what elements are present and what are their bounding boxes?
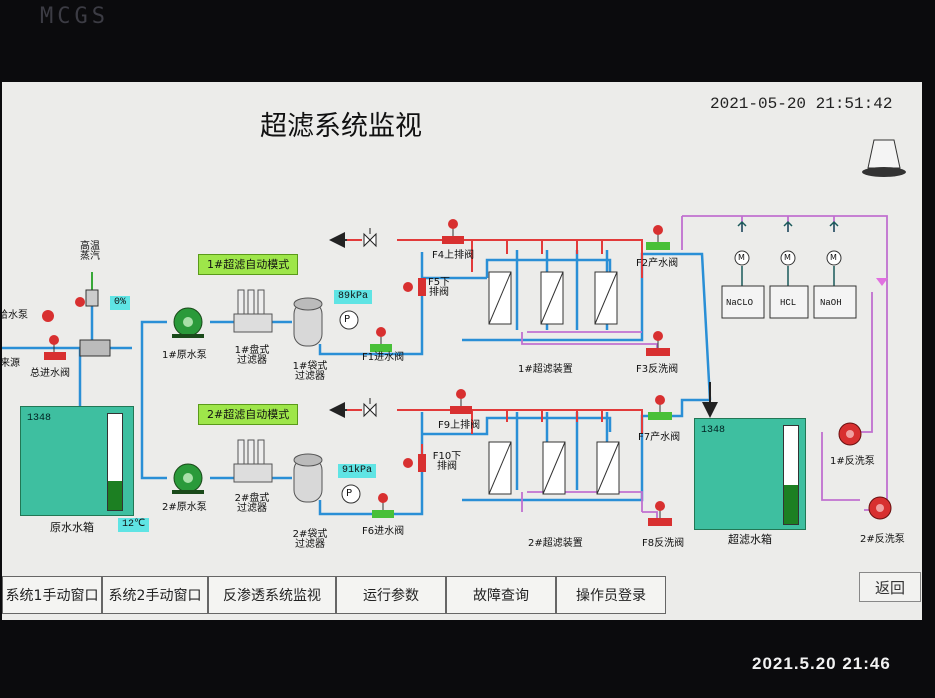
line1-mode-badge[interactable]: 1#超滤自动模式: [198, 254, 299, 275]
f6-inlet-valve-icon[interactable]: [372, 493, 394, 518]
line2-inlet-valve-label: F6进水阀: [362, 526, 405, 537]
f9-top-drain-valve-icon[interactable]: [450, 389, 472, 414]
dosing-motor-label: M: [830, 253, 837, 262]
line1-backwash-valve-label: F3反洗阀: [636, 364, 679, 375]
line1-pressure-display: 89kPa: [334, 290, 373, 304]
drain-valve-icon[interactable]: [363, 228, 377, 248]
line1-disc-filter-label: 1#盘式 过滤器: [234, 345, 270, 366]
uf-tank-value: 1348: [701, 425, 726, 436]
pressure-gauge-1-icon: [339, 310, 359, 330]
dosing-tank-naclo-label: NaCLO: [726, 298, 754, 308]
tab-ro-monitor[interactable]: 反渗透系统监视: [208, 576, 336, 614]
uf-tank-label: 超滤水箱: [728, 533, 772, 546]
line1-pressure-symbol: P: [344, 314, 351, 325]
tab-system1-manual[interactable]: 系统1手动窗口: [2, 576, 102, 614]
uf-tank-level-fill: [784, 484, 798, 524]
tab-operator-login[interactable]: 操作员登录: [556, 576, 666, 614]
dosing-tank-hcl-label: HCL: [780, 298, 797, 308]
line1-device-label: 1#超滤装置: [518, 364, 573, 375]
water-source-label: 来源: [2, 358, 20, 369]
datetime-display: 2021-05-20 21:51:42: [710, 95, 893, 113]
line2-top-drain-label: F9上排阀: [438, 420, 481, 431]
f7-product-valve-icon[interactable]: [648, 395, 672, 420]
raw-pump-1-icon[interactable]: [172, 307, 204, 338]
raw-water-tank: 1348: [20, 406, 134, 516]
line1-product-valve-label: F2产水阀: [636, 258, 679, 269]
feed-pump-label: 给水泵: [2, 310, 28, 321]
pressure-gauge-2-icon: [341, 484, 361, 504]
dosing-motor-icon: [780, 250, 796, 266]
photo-timestamp: 2021.5.20 21:46: [752, 654, 891, 673]
line2-pressure-display: 91kPa: [338, 464, 377, 478]
alarm-horn-icon[interactable]: [862, 139, 906, 177]
back-button[interactable]: 返回: [859, 572, 921, 602]
line2-disc-filter-label: 2#盘式 过滤器: [234, 493, 270, 514]
dosing-motor-label: M: [784, 253, 791, 262]
main-inlet-valve-icon[interactable]: [44, 335, 66, 360]
f8-backwash-valve-icon[interactable]: [648, 501, 672, 526]
raw-tank-label: 原水水箱: [50, 521, 94, 534]
backwash-pump-1-label: 1#反洗泵: [830, 456, 875, 467]
f3-backwash-valve-icon[interactable]: [646, 331, 670, 356]
tab-run-parameters[interactable]: 运行参数: [336, 576, 446, 614]
backwash-pump-2-label: 2#反洗泵: [860, 534, 905, 545]
uf-tank-level-gauge: [783, 425, 799, 525]
tab-fault-query[interactable]: 故障查询: [446, 576, 556, 614]
line2-pressure-symbol: P: [346, 488, 353, 499]
feed-pump-indicator-icon: [42, 310, 54, 322]
f2-product-valve-icon[interactable]: [646, 225, 670, 250]
backwash-pump-2-icon[interactable]: [868, 496, 892, 520]
line2-pump-label: 2#原水泵: [162, 502, 207, 513]
backwash-pump-1-icon[interactable]: [838, 422, 862, 446]
dosing-motor-icon: [826, 250, 842, 266]
line2-product-valve-label: F7产水阀: [638, 432, 681, 443]
line2-bottom-drain-label: F10下 排阀: [432, 451, 462, 472]
dosing-tank-naoh: [813, 285, 857, 319]
raw-tank-level-gauge: [107, 413, 123, 511]
bag-filter-2-icon: [293, 453, 323, 503]
page-title: 超滤系统监视: [260, 111, 422, 142]
steam-valve-icon[interactable]: [75, 289, 111, 357]
steam-valve-percent: 0%: [110, 296, 131, 310]
line2-mode-badge[interactable]: 2#超滤自动模式: [198, 404, 299, 425]
dosing-motor-label: M: [738, 253, 745, 262]
line2-backwash-valve-label: F8反洗阀: [642, 538, 685, 549]
dosing-motor-icon: [734, 250, 750, 266]
line2-bag-filter-label: 2#袋式 过滤器: [292, 529, 328, 550]
bag-filter-1-icon: [293, 297, 323, 347]
steam-label: 高温 蒸汽: [80, 241, 100, 262]
f4-top-drain-valve-icon[interactable]: [442, 219, 464, 244]
raw-pump-2-icon[interactable]: [172, 463, 204, 494]
line1-bottom-drain-label: F5下 排阀: [427, 277, 451, 298]
main-inlet-valve-label: 总进水阀: [30, 368, 70, 379]
tab-system2-manual[interactable]: 系统2手动窗口: [102, 576, 208, 614]
dosing-tank-naoh-label: NaOH: [820, 298, 842, 308]
line1-pump-label: 1#原水泵: [162, 350, 207, 361]
line1-inlet-valve-label: F1进水阀: [362, 352, 405, 363]
bezel-brand-logo: MCGS: [40, 4, 109, 29]
line1-top-drain-label: F4上排阀: [432, 250, 475, 261]
line1-bag-filter-label: 1#袋式 过滤器: [292, 361, 328, 382]
drain-valve-icon[interactable]: [363, 398, 377, 418]
uf-water-tank: 1348: [694, 418, 806, 530]
line2-device-label: 2#超滤装置: [528, 538, 583, 549]
dosing-tank-hcl: [769, 285, 809, 319]
disc-filter-1-icon: [233, 289, 273, 333]
navigation-tabs: 系统1手动窗口 系统2手动窗口 反渗透系统监视 运行参数 故障查询 操作员登录: [2, 576, 666, 614]
raw-tank-value: 1348: [27, 413, 52, 424]
dosing-tank-naclo: [721, 285, 765, 319]
process-diagram: [2, 139, 906, 526]
f5-bottom-drain-valve-icon[interactable]: [403, 278, 426, 296]
raw-tank-level-fill: [108, 481, 122, 510]
disc-filter-2-icon: [233, 439, 273, 483]
hmi-screen: 超滤系统监视 2021-05-20 21:51:42 给水泵 来源 总进水阀 高…: [2, 82, 922, 620]
raw-tank-temp: 12℃: [118, 518, 150, 532]
f1-inlet-valve-icon[interactable]: [370, 327, 392, 352]
f10-bottom-drain-valve-icon[interactable]: [403, 454, 426, 472]
